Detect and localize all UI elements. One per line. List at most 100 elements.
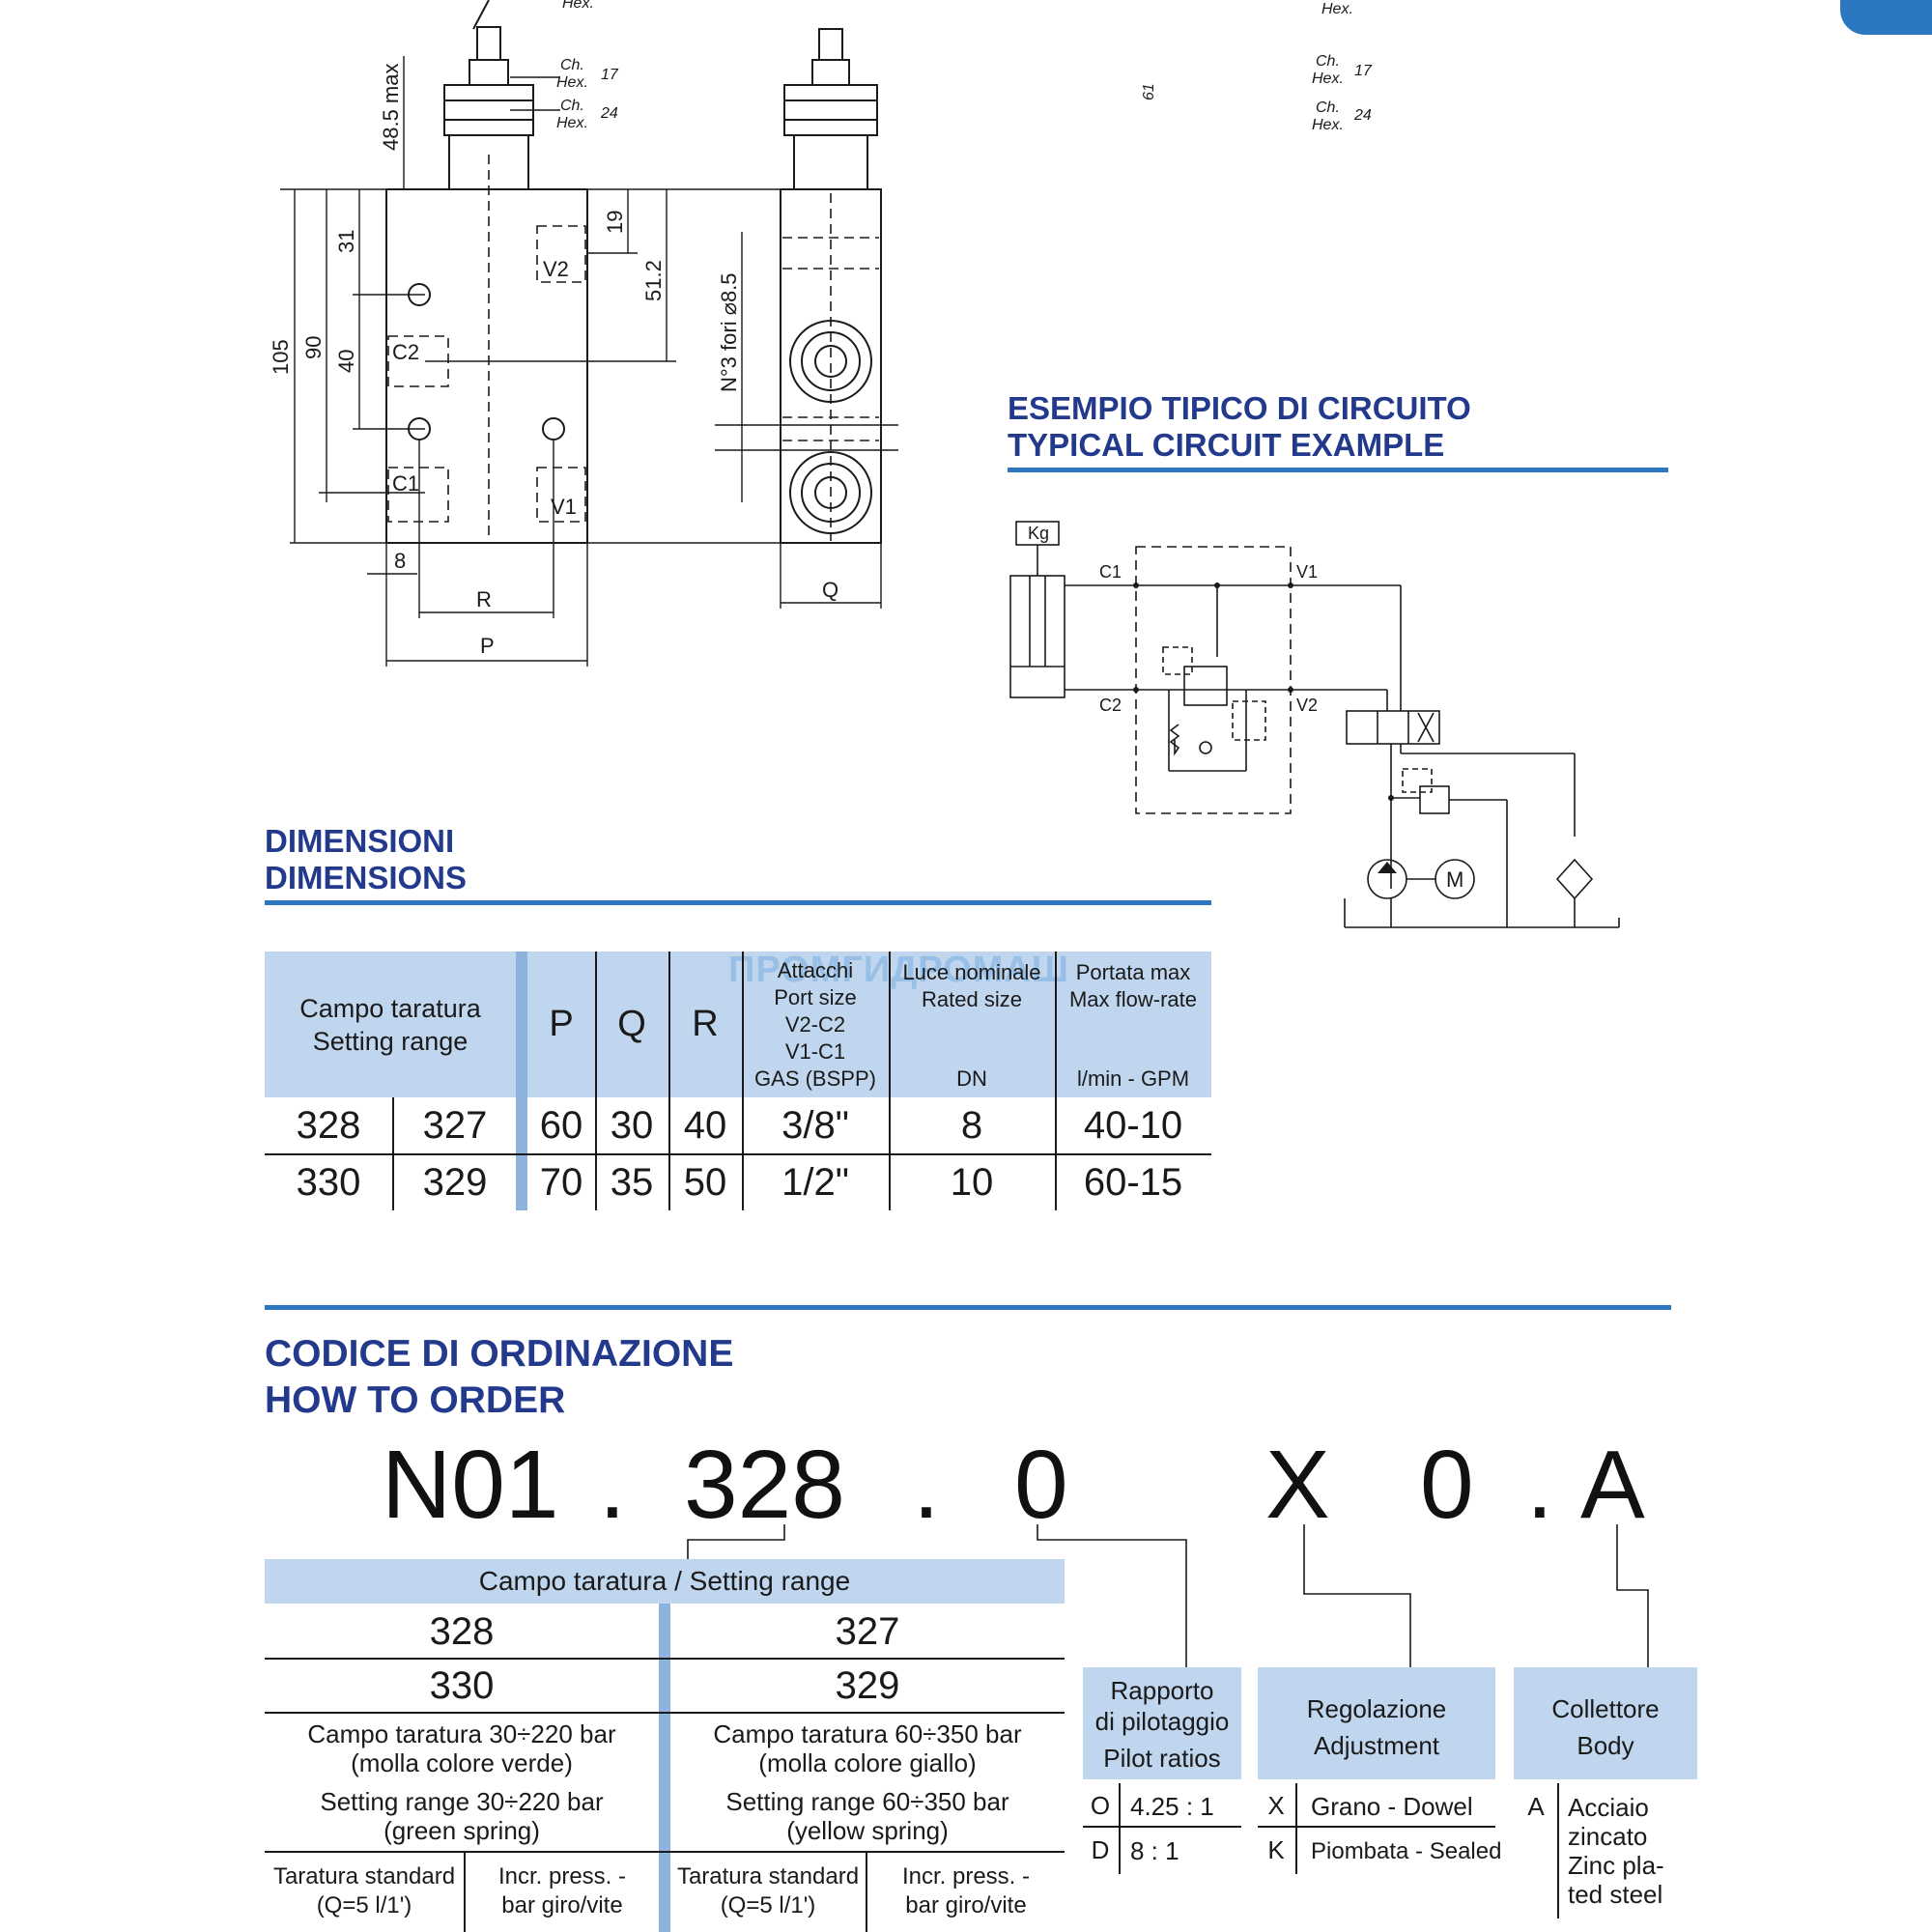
header-flow-unit: l/min - GPM [1076,1066,1190,1091]
circuit-title: ESEMPIO TIPICO DI CIRCUITO TYPICAL CIRCU… [1008,390,1471,464]
right-incr: Incr. press. - bar giro/vite [867,1862,1065,1920]
order-title-en: HOW TO ORDER [265,1379,566,1421]
dimensions-title: DIMENSIONI DIMENSIONS [265,823,467,896]
left-incr-1: Incr. press. - [497,1863,627,1889]
adjust-row-line [1258,1826,1495,1828]
partial-17: 17 [1354,63,1373,79]
order-title-it: CODICE DI ORDINAZIONE [265,1333,734,1375]
body-col-line [1557,1783,1559,1918]
pilot-k2: D [1091,1834,1110,1864]
dim-q: Q [822,578,838,602]
left-std: Taratura standard (Q=5 l/1') [265,1862,464,1920]
circuit-diagram: Kg C1 C2 V1 V2 M [1009,521,1620,928]
header-flow-en: Max flow-rate [1068,987,1198,1011]
ch-label-24: Ch. [560,98,584,114]
setting-line [265,1712,1065,1714]
row2-a: 330 [296,1161,361,1204]
pilot-h2: di pilotaggio [1094,1707,1230,1736]
dim-105: 105 [269,339,293,375]
header-flow: Portata max Max flow-rate [1055,959,1211,1013]
dim-19: 19 [603,211,627,234]
row-line [265,1153,1211,1155]
code-dot-3: . [1526,1431,1553,1539]
header-port-it: Attacchi [777,957,854,982]
row2-flow: 60-15 [1083,1161,1183,1204]
code-part-6: A [1580,1431,1645,1539]
col-line [889,952,891,1210]
circuit-motor: M [1446,867,1463,892]
header-range: Campo taratura Setting range [265,952,516,1097]
pilot-h3: Pilot ratios [1103,1744,1221,1773]
header-flow-it: Portata max [1075,960,1191,984]
body-v3: Zinc pla- [1568,1851,1664,1880]
left-desc-it: Campo taratura 30÷220 bar [307,1719,616,1748]
setting-col-line [866,1851,867,1932]
circuit-kg: Kg [1028,524,1049,543]
row2-p: 70 [539,1161,583,1204]
right-desc-it2: (molla colore giallo) [758,1748,977,1777]
body-header: Collettore Body [1514,1690,1697,1764]
row1-port: 3/8" [781,1103,849,1147]
corner-tab [1840,0,1932,35]
right-desc-en2: (yellow spring) [786,1816,949,1845]
col-line [668,952,670,1210]
setting-col-line [464,1851,466,1932]
partial-ch-24: Ch. [1316,99,1340,116]
circuit-rule [1008,468,1668,472]
adjust-h1: Regolazione [1306,1694,1447,1723]
body-v2: zincato [1568,1822,1648,1851]
hex-label-24: Hex. [556,115,588,131]
header-port-v1c1: V1-C1 [784,1038,846,1064]
header-size: Luce nominale Rated size [889,959,1055,1013]
body-h1: Collettore [1551,1694,1660,1723]
dim-max: 48.5 max [379,64,403,152]
row1-flow: 40-10 [1083,1103,1183,1147]
row1-dn: 8 [960,1103,983,1147]
dim-31: 31 [334,230,358,253]
header-size-en: Rated size [922,987,1022,1011]
pilot-v2: 8 : 1 [1130,1836,1179,1865]
code-part-5: 0 [1420,1431,1474,1539]
setting-header: Campo taratura / Setting range [478,1566,851,1596]
left-code2: 330 [429,1663,495,1707]
hex-partial: Hex. [562,0,594,12]
header-range-it: Campo taratura [299,993,481,1023]
left-desc: Campo taratura 30÷220 bar (molla colore … [265,1719,659,1845]
row1-b: 327 [422,1103,488,1147]
left-desc-en2: (green spring) [384,1816,540,1845]
setting-divider-blue [659,1604,670,1932]
port-v1: V1 [551,495,577,519]
adjust-k2: K [1267,1834,1285,1864]
body-value: Acciaio zincato Zinc pla- ted steel [1568,1793,1664,1909]
dim-40: 40 [334,350,358,373]
right-incr-1: Incr. press. - [901,1863,1031,1889]
circuit-v1: V1 [1296,562,1318,582]
partial-hex-17: Hex. [1312,71,1344,87]
header-size-unit: DN [956,1066,987,1091]
code-part-1: N01 [382,1431,559,1539]
dim-p: P [480,634,495,658]
valve-drawing: Hex. Ch. Hex. 17 Ch. Hex. 24 48.5 max 10… [269,0,898,667]
col-line [1055,952,1057,1210]
header-r: R [692,1004,719,1044]
body-h2: Body [1577,1731,1634,1760]
adjust-col-line [1295,1783,1297,1874]
watermark: ПРОМГИДРОМАШ [728,950,1069,990]
port-c1: C1 [392,471,419,496]
circuit-c1: C1 [1099,562,1122,582]
hex-label-17: Hex. [556,74,588,91]
hex-24: 24 [600,105,618,122]
holes-note: N°3 fori ⌀8.5 [717,272,741,392]
right-code2: 329 [835,1663,900,1707]
right-std-2: (Q=5 l/1') [720,1892,816,1918]
dimensions-rule [265,900,1211,905]
row2-r: 50 [683,1161,727,1204]
adjust-v2: Piombata - Sealed [1311,1838,1502,1864]
partial-hex-24: Hex. [1312,117,1344,133]
adjust-header: Regolazione Adjustment [1258,1690,1495,1764]
right-incr-2: bar giro/vite [905,1892,1027,1918]
setting-header-bg [265,1559,1065,1604]
dimensions-title-en: DIMENSIONS [265,860,468,895]
right-code1: 327 [835,1609,900,1653]
left-incr: Incr. press. - bar giro/vite [466,1862,659,1920]
